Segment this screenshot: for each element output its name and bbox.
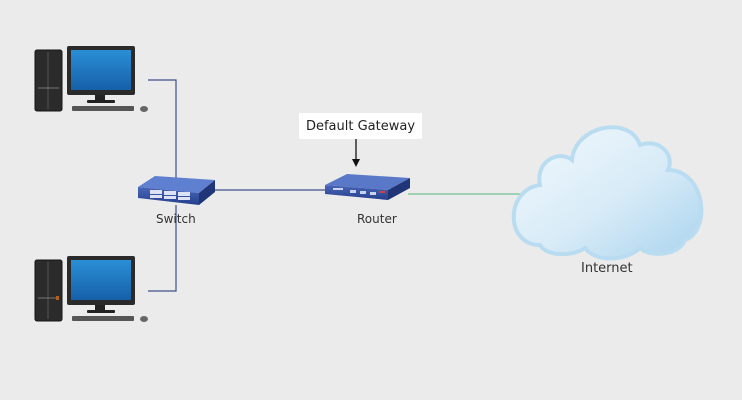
router-icon[interactable] [325,174,410,200]
desktop-computer-icon[interactable] [34,256,148,322]
router-label: Router [357,212,397,226]
switch-label: Switch [156,212,196,226]
default-gateway-callout: Default Gateway [299,113,422,139]
link-pc-top-switch [148,79,177,180]
internet-label: Internet [581,261,633,276]
switch-icon[interactable] [138,176,215,205]
desktop-computer-icon[interactable] [34,46,148,112]
cloud-icon[interactable] [511,125,704,261]
link-pc-bottom-switch [148,205,177,292]
arrow-down-icon [352,139,360,167]
